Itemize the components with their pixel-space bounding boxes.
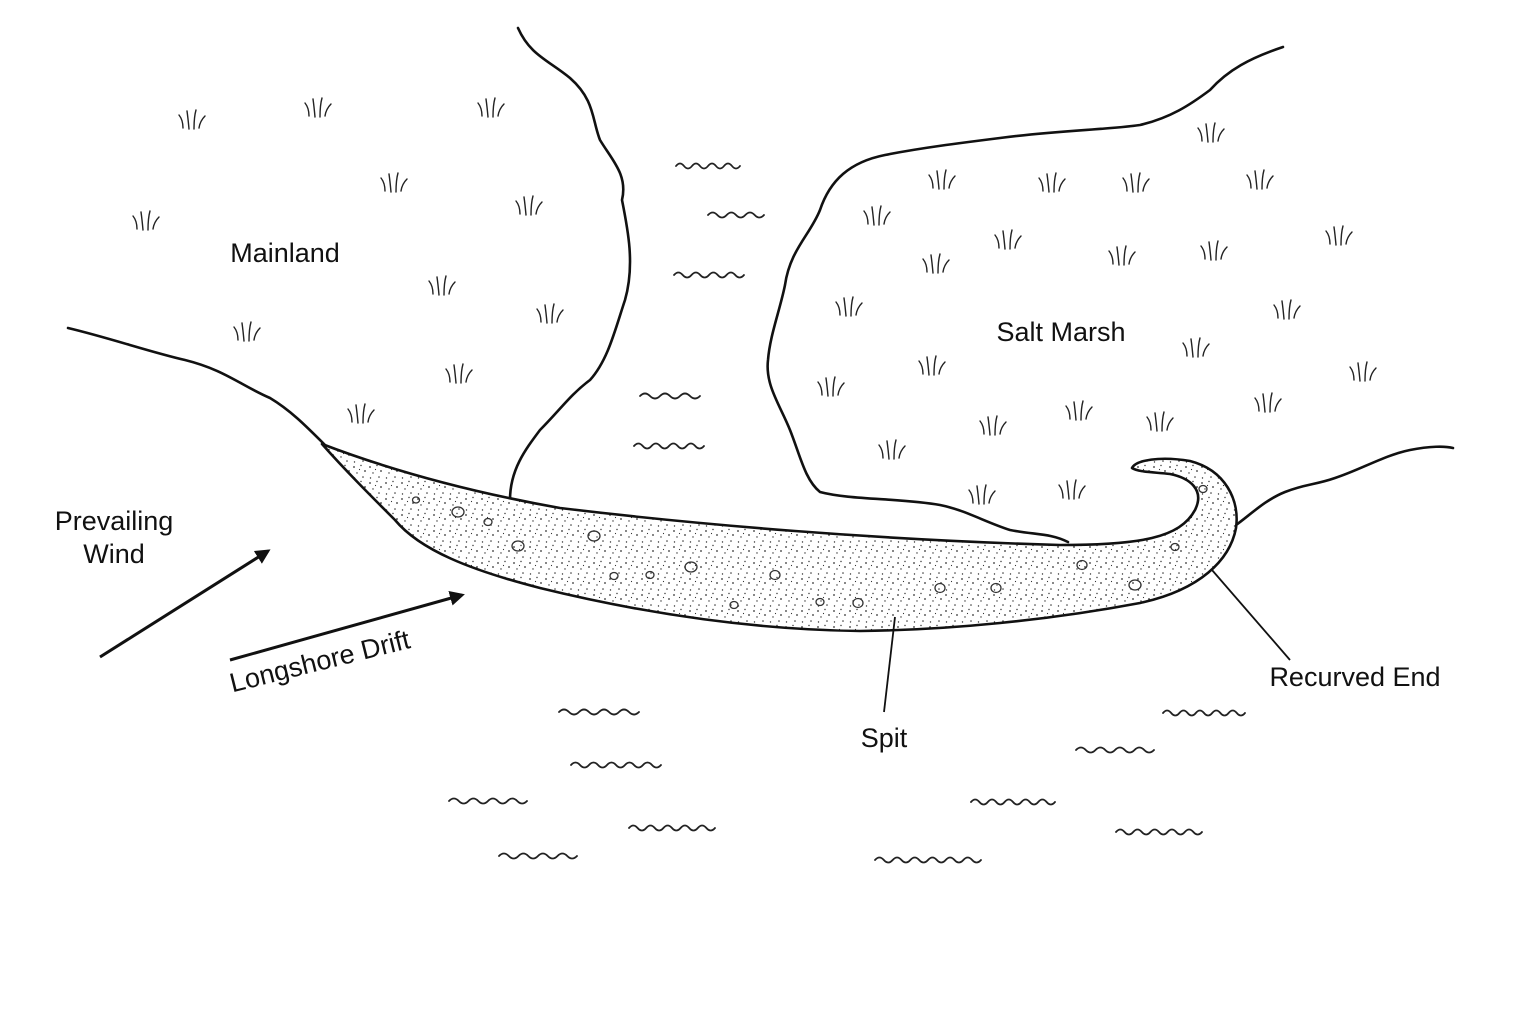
grass-tuft bbox=[835, 296, 863, 317]
grass-tuft bbox=[1038, 172, 1066, 193]
wave-mark bbox=[1162, 709, 1246, 717]
grass-tuft bbox=[968, 484, 996, 505]
grass-tuft bbox=[347, 403, 375, 424]
wave-mark bbox=[558, 708, 640, 716]
wave-mark bbox=[707, 211, 765, 219]
grass-tuft bbox=[1122, 172, 1150, 193]
grass-tuft bbox=[1146, 411, 1174, 432]
estuary-west-bank bbox=[508, 26, 632, 502]
grass-tuft bbox=[445, 363, 473, 384]
grass-tuft bbox=[1108, 245, 1136, 266]
wave-mark bbox=[874, 856, 982, 864]
grass-tuft bbox=[1246, 169, 1274, 190]
grass-tuft bbox=[817, 376, 845, 397]
wave-mark bbox=[970, 798, 1056, 806]
grass-tuft bbox=[1200, 240, 1228, 261]
grass-tuft bbox=[515, 195, 543, 216]
grass-tuft bbox=[132, 210, 160, 231]
wave-mark bbox=[1075, 746, 1155, 754]
wave-mark bbox=[639, 392, 701, 400]
label-salt-marsh: Salt Marsh bbox=[996, 317, 1125, 347]
grass-tuft bbox=[1197, 122, 1225, 143]
grass-tuft bbox=[979, 415, 1007, 436]
wave-mark bbox=[1115, 828, 1203, 836]
grass-tuft bbox=[863, 205, 891, 226]
grass-tuft bbox=[922, 253, 950, 274]
grass-tuft bbox=[304, 97, 332, 118]
grass-tuft bbox=[918, 355, 946, 376]
wave-mark bbox=[673, 271, 745, 279]
wave-mark bbox=[675, 162, 741, 170]
grass-tuft bbox=[1254, 392, 1282, 413]
grass-tuft bbox=[477, 97, 505, 118]
wave-mark bbox=[570, 761, 662, 769]
grass-tuft bbox=[536, 303, 564, 324]
east-coastline bbox=[1234, 445, 1455, 527]
label-spit: Spit bbox=[861, 723, 908, 753]
spit-landform bbox=[320, 442, 1238, 633]
wave-mark bbox=[628, 824, 716, 832]
grass-tuft bbox=[233, 321, 261, 342]
spit-pebbles bbox=[411, 484, 1208, 610]
wave-mark bbox=[448, 797, 528, 805]
grass-tuft bbox=[428, 275, 456, 296]
wave-mark bbox=[633, 442, 705, 450]
grass-tuft bbox=[1273, 299, 1301, 320]
grass-tuft bbox=[380, 172, 408, 193]
label-mainland: Mainland bbox=[230, 238, 340, 268]
label-prevailing-wind-line1: Prevailing bbox=[55, 506, 174, 536]
grass-tuft bbox=[878, 439, 906, 460]
grass-tuft bbox=[1349, 361, 1377, 382]
grass-tuft bbox=[994, 229, 1022, 250]
grass-tuft bbox=[178, 109, 206, 130]
grass-tuft bbox=[1182, 337, 1210, 358]
grass-tuft bbox=[928, 169, 956, 190]
arrow-right-up-icon bbox=[229, 591, 465, 662]
wave-mark bbox=[498, 852, 578, 860]
grass-tuft bbox=[1058, 479, 1086, 500]
recurved-end-leader-line bbox=[1211, 569, 1291, 661]
mainland-coastline bbox=[66, 326, 327, 447]
grass-tuft bbox=[1065, 400, 1093, 421]
label-prevailing-wind-line2: Wind bbox=[83, 539, 145, 569]
grass-tuft bbox=[1325, 225, 1353, 246]
arrow-right-up-icon bbox=[99, 549, 271, 659]
spit-leader-line bbox=[883, 616, 896, 713]
grass-tufts bbox=[132, 97, 1377, 505]
label-recurved-end: Recurved End bbox=[1269, 662, 1440, 692]
water-waves bbox=[448, 162, 1246, 864]
salt-marsh-outline bbox=[766, 45, 1285, 544]
